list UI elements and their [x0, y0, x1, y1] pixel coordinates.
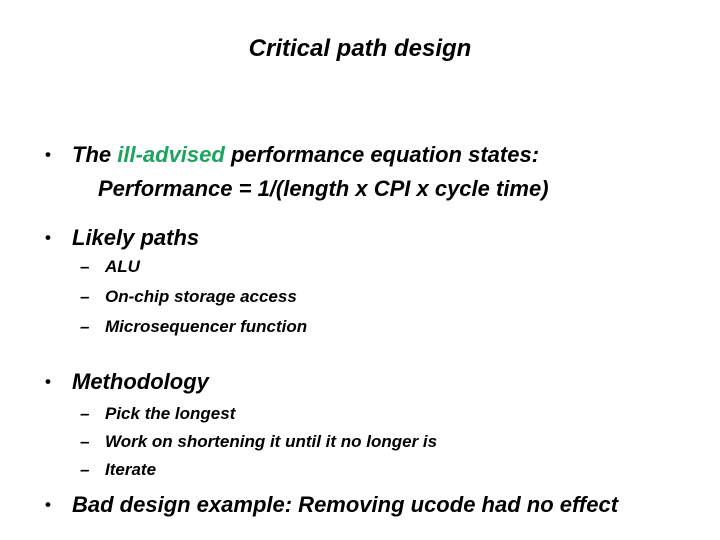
sub-item-pick-longest-text: Pick the longest: [105, 404, 236, 423]
bullet-likely-paths-text: Likely paths: [72, 225, 200, 250]
sub-item-iterate-text: Iterate: [105, 460, 157, 479]
sub-item-alu: – ALU: [80, 257, 140, 277]
sub-item-alu-text: ALU: [105, 257, 140, 276]
sub-item-microsequencer: – Microsequencer function: [80, 317, 307, 337]
dash-icon: –: [80, 432, 90, 451]
bullet-methodology-text: Methodology: [72, 369, 209, 394]
dash-icon: –: [80, 404, 90, 423]
bullet-icon: •: [45, 495, 51, 514]
sub-item-onchip-storage: – On-chip storage access: [80, 287, 297, 307]
bullet-methodology: • Methodology: [45, 369, 209, 394]
dash-icon: –: [80, 287, 90, 306]
dash-icon: –: [80, 257, 90, 276]
slide-title: Critical path design: [248, 35, 472, 62]
equation-text-pre: The: [72, 142, 118, 167]
bullet-bad-design-text: Bad design example: Removing ucode had n…: [72, 492, 619, 517]
performance-equation-formula: Performance = 1/(length x CPI x cycle ti…: [98, 176, 549, 201]
formula-text: Performance = 1/(length x CPI x cycle ti…: [98, 176, 549, 201]
dash-icon: –: [80, 460, 90, 479]
sub-item-pick-longest: – Pick the longest: [80, 404, 235, 424]
bullet-performance-equation-text: The ill-advised performance equation sta…: [72, 142, 539, 167]
bullet-icon: •: [45, 145, 51, 164]
bullet-icon: •: [45, 228, 51, 247]
bullet-likely-paths: • Likely paths: [45, 225, 199, 250]
dash-icon: –: [80, 317, 90, 336]
sub-item-onchip-storage-text: On-chip storage access: [105, 287, 297, 306]
highlight-ill-advised: ill-advised: [117, 142, 225, 167]
bullet-icon: •: [45, 372, 51, 391]
sub-item-work-shortening-text: Work on shortening it until it no longer…: [105, 432, 438, 451]
sub-item-iterate: – Iterate: [80, 460, 156, 480]
sub-item-work-shortening: – Work on shortening it until it no long…: [80, 432, 437, 452]
sub-item-microsequencer-text: Microsequencer function: [105, 317, 308, 336]
bullet-performance-equation: • The ill-advised performance equation s…: [45, 142, 539, 167]
bullet-bad-design: • Bad design example: Removing ucode had…: [45, 492, 618, 517]
equation-text-post: performance equation states:: [224, 142, 540, 167]
